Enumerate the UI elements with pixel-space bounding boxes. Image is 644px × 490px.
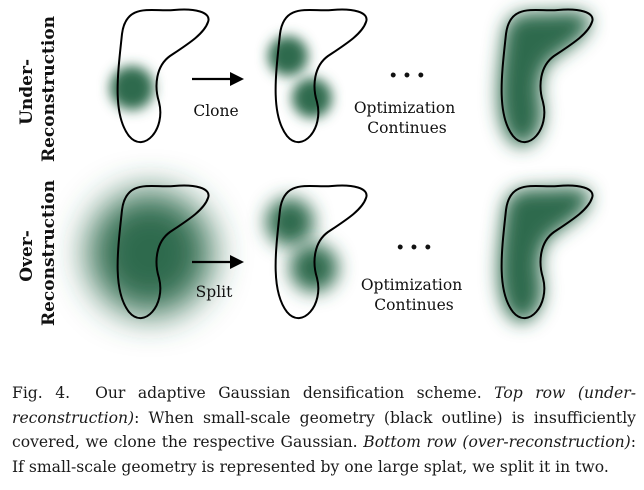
caption-bottom-row-text: : If small-scale geometry is represented… <box>12 433 636 476</box>
caption-top-row-text: : When small-scale geometry (black outli… <box>12 408 636 452</box>
optimization-line2: Continues <box>374 296 453 314</box>
fitted-gaussians <box>498 11 591 146</box>
fitted-gaussians <box>498 187 591 322</box>
caption-bottom-row-label: Bottom row (over-reconstruction) <box>363 433 631 451</box>
gaussian-original <box>268 36 308 76</box>
optimization-label: Optimization Continues <box>361 276 467 314</box>
over-initial-panel <box>88 184 212 320</box>
split-label: Split <box>196 283 233 301</box>
densification-diagram: Under- Reconstruction Over- Reconstructi… <box>17 8 594 326</box>
split-arrow <box>192 255 244 269</box>
over-optimized-panel <box>498 184 594 322</box>
row-label-over-line2: Reconstruction <box>39 180 59 326</box>
caption-title: Our adaptive Gaussian densification sche… <box>95 384 482 402</box>
under-initial-panel <box>110 8 210 144</box>
small-gaussian <box>110 66 154 110</box>
figure-caption: Fig. 4. Our adaptive Gaussian densificat… <box>12 381 636 479</box>
gaussian-split-a <box>266 198 314 246</box>
clone-label: Clone <box>193 102 238 120</box>
caption-label: Fig. 4. <box>12 384 71 402</box>
row-label-under: Under- Reconstruction <box>17 16 59 162</box>
optimization-label: Optimization Continues <box>354 99 460 137</box>
under-optimized-panel <box>498 8 594 146</box>
under-cloned-panel <box>268 8 368 144</box>
ellipsis: • • • <box>396 240 433 256</box>
row-label-under-line1: Under- <box>17 59 37 125</box>
gaussian-clone <box>292 78 332 118</box>
clone-arrow <box>192 72 244 86</box>
ellipsis: • • • <box>389 68 426 84</box>
optimization-line1: Optimization <box>354 99 455 117</box>
row-label-under-line2: Reconstruction <box>39 16 59 162</box>
over-split-panel <box>266 184 368 320</box>
optimization-line1: Optimization <box>361 276 462 294</box>
caption-top-row-label: Top row (under-reconstruction) <box>12 384 636 427</box>
optimization-line2: Continues <box>367 119 446 137</box>
row-label-over: Over- Reconstruction <box>17 180 59 326</box>
large-gaussian <box>88 191 212 315</box>
row-label-over-line1: Over- <box>17 230 37 282</box>
